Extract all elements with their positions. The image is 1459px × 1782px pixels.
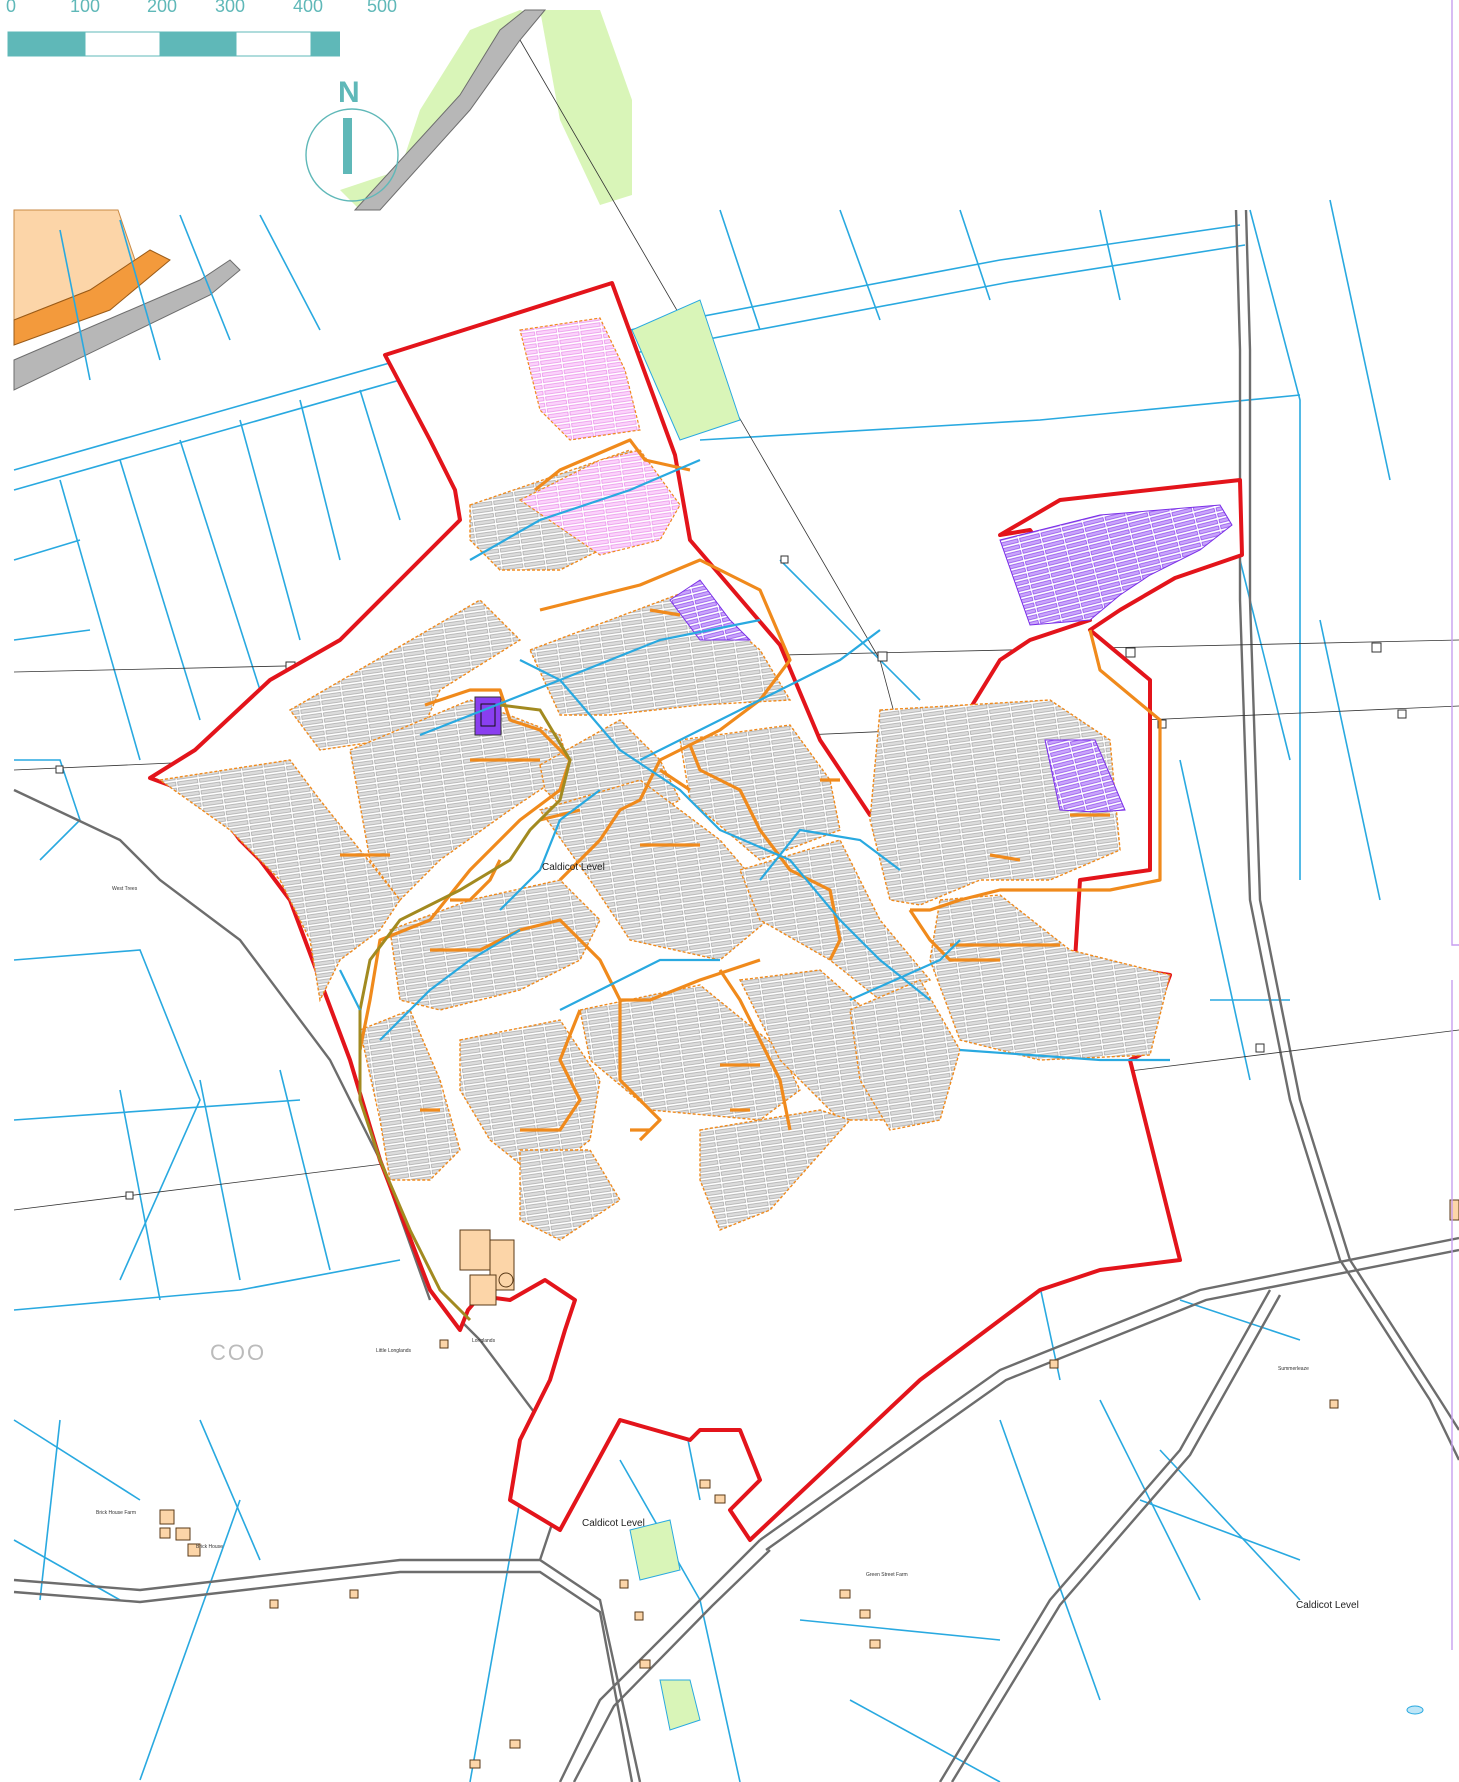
- inset-map-area: [305, 8, 632, 211]
- woodland: [629, 299, 741, 1731]
- warehouse-area: [13, 209, 241, 391]
- sheet-border: [1451, 0, 1459, 1650]
- scale-label-500: 500: [367, 0, 398, 16]
- place-label-caldicot-level-south: Caldicot Level: [582, 1518, 645, 1529]
- scale-label-300: 300: [215, 0, 246, 16]
- access-tracks: [340, 438, 1162, 1142]
- cable-route: [358, 703, 572, 1322]
- road-south-east: [759, 1236, 1459, 1782]
- place-label-summerleaze: Summerleaze: [1278, 1366, 1309, 1372]
- north-arrow-icon: N: [338, 76, 360, 109]
- place-label-longlands: Longlands: [472, 1338, 496, 1344]
- water-tank: [498, 1272, 514, 1288]
- scale-label-100: 100: [70, 0, 101, 16]
- scale-bar: [7, 31, 388, 57]
- panel-zones-pink: [518, 317, 681, 556]
- scale-label-200: 200: [147, 0, 178, 16]
- place-label-brick-house-farm: Brick House Farm: [96, 1510, 137, 1516]
- place-label-green-street-farm: Green Street Farm: [866, 1572, 908, 1578]
- site-drainage: [339, 458, 1170, 1062]
- place-label-caldicot-level-center: Caldicot Level: [542, 862, 605, 873]
- scale-label-400: 400: [293, 0, 324, 16]
- place-label-little-longlands: Little Longlands: [376, 1348, 412, 1354]
- faint-map-text: COO: [210, 1340, 267, 1365]
- road-east: [1234, 209, 1459, 1461]
- substation: [474, 696, 502, 736]
- panel-zones-grey: [158, 449, 1171, 1241]
- scale-label-0: 0: [6, 0, 17, 16]
- pond: [1406, 1705, 1424, 1715]
- place-label-brick-house: Brick House: [196, 1544, 223, 1550]
- place-label-caldicot-level-east: Caldicot Level: [1296, 1600, 1359, 1611]
- place-label-west-trees: West Trees: [112, 886, 138, 892]
